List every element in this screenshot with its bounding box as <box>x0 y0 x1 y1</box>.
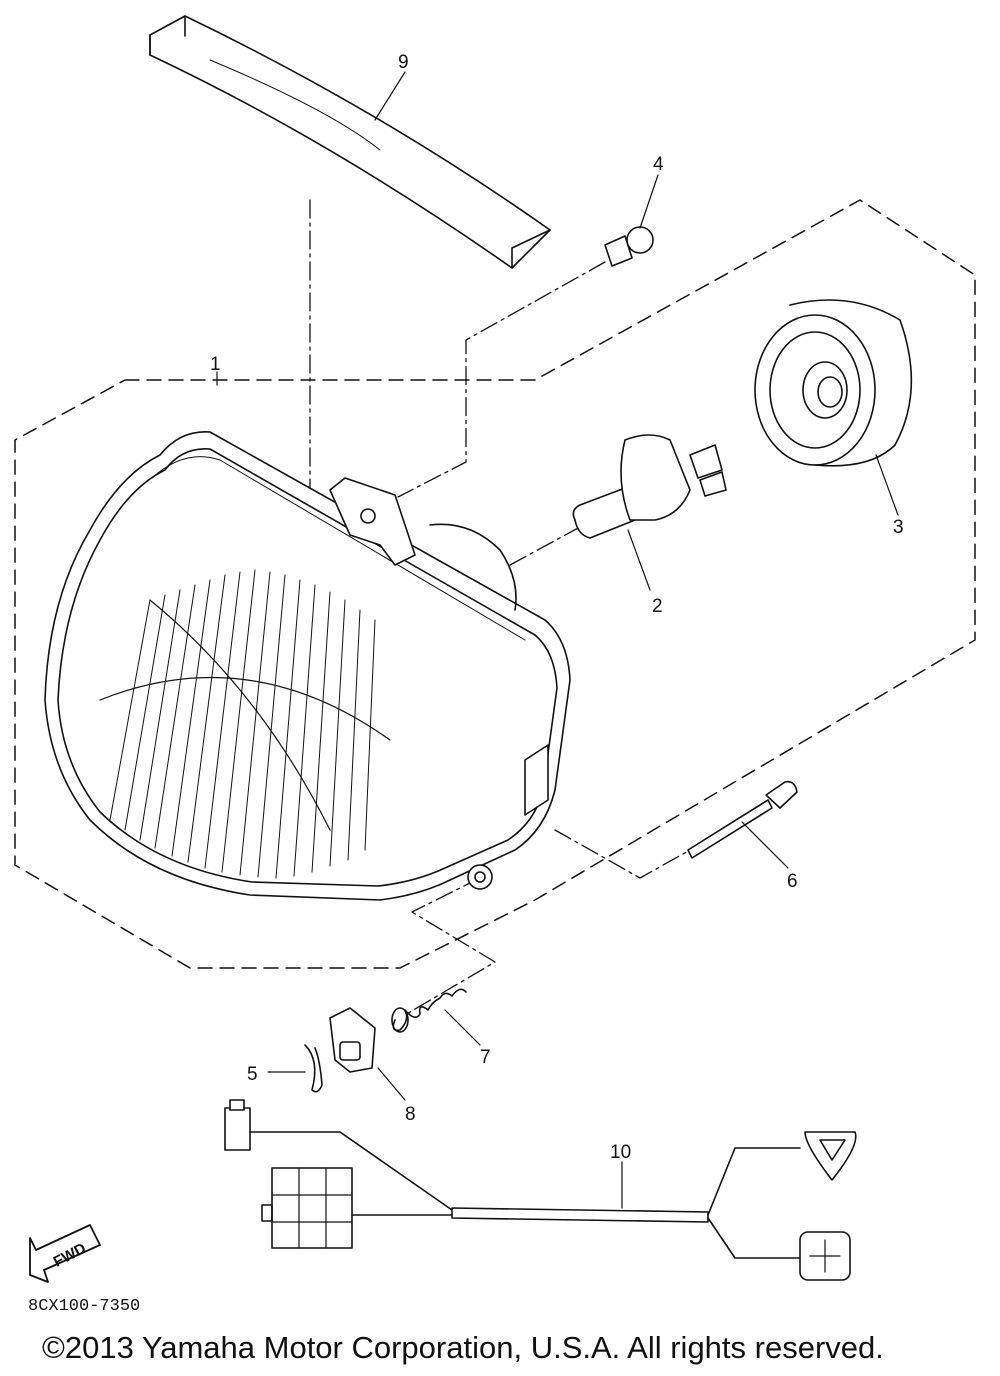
callout-6: 6 <box>787 871 798 892</box>
fwd-arrow-icon <box>29 1224 101 1283</box>
callout-4: 4 <box>653 154 664 175</box>
assembly-group-outline <box>14 199 976 969</box>
part-2-bulb <box>572 434 727 539</box>
callout-5: 5 <box>247 1064 258 1085</box>
part-9-visor <box>149 15 551 269</box>
callout-9: 9 <box>398 52 409 73</box>
part-3-cover <box>754 299 913 467</box>
drawing-code: 8CX100-7350 <box>28 1297 141 1316</box>
callout-7: 7 <box>480 1047 491 1068</box>
part-10-harness <box>224 1099 857 1281</box>
part-7-spring <box>391 988 467 1033</box>
callout-3: 3 <box>893 517 904 538</box>
part-4-clip <box>604 226 654 267</box>
part-1-headlight <box>44 431 571 901</box>
copyright-notice: ©2013 Yamaha Motor Corporation, U.S.A. A… <box>42 1330 884 1365</box>
part-8-nut <box>329 1007 376 1073</box>
callout-8: 8 <box>405 1104 416 1125</box>
callout-2: 2 <box>652 596 663 617</box>
part-5-pin <box>304 1044 323 1093</box>
callout-1: 1 <box>210 354 221 375</box>
part-6-screw <box>687 780 798 859</box>
callout-leaders <box>216 71 899 1209</box>
callout-10: 10 <box>610 1142 631 1163</box>
